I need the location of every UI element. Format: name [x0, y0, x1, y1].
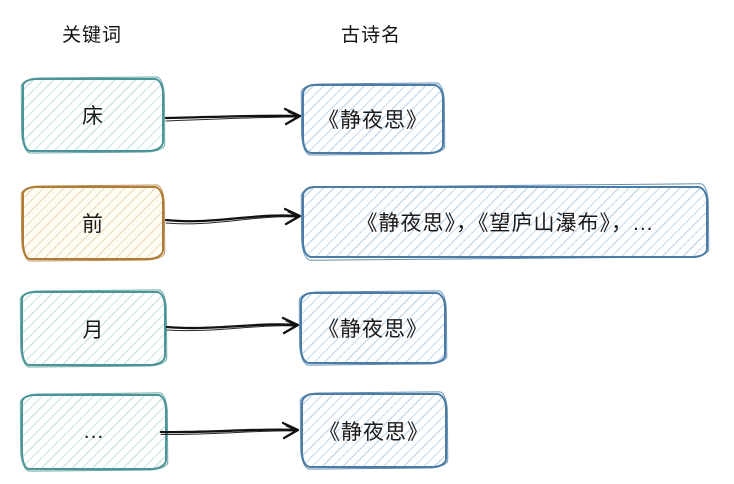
arrow-row-1 [164, 107, 302, 126]
arrow-row-4 [159, 421, 300, 440]
poem-label: 《静夜思》 [318, 318, 428, 341]
keyword-box-bed: 床 [22, 78, 164, 152]
column-header-poem-titles: 古诗名 [341, 25, 402, 46]
keyword-box-front-highlighted: 前 [22, 186, 164, 260]
keyword-box-ellipsis: ... [21, 394, 167, 470]
poem-box-row-1: 《静夜思》 [302, 84, 444, 154]
poem-label: 《静夜思》，《望庐山瀑布》，... [356, 212, 654, 235]
arrow-row-2 [164, 207, 302, 226]
arrow-row-3 [165, 316, 300, 335]
column-header-keywords: 关键词 [62, 25, 123, 46]
poem-label: 《静夜思》 [318, 109, 428, 132]
keyword-label: 前 [82, 213, 104, 236]
poem-box-row-4: 《静夜思》 [301, 393, 447, 468]
poem-label: 《静夜思》 [319, 420, 429, 444]
poem-box-row-3: 《静夜思》 [300, 292, 446, 364]
keyword-label: ... [83, 420, 105, 443]
keyword-label: 月 [82, 318, 105, 342]
poem-box-row-2: 《静夜思》，《望庐山瀑布》，... [302, 186, 708, 258]
keyword-box-moon: 月 [21, 291, 166, 366]
keyword-label: 床 [82, 105, 104, 128]
